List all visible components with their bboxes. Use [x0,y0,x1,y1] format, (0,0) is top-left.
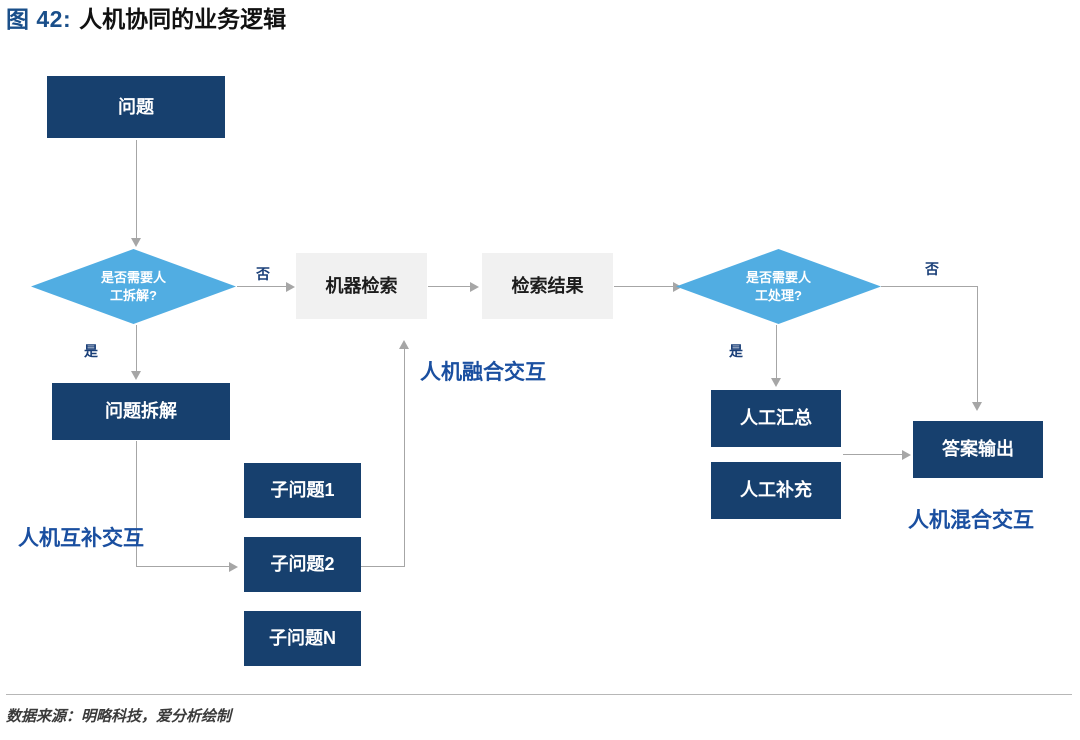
figure-title-text: 人机协同的业务逻辑 [79,6,287,32]
node-answer-output-label: 答案输出 [942,439,1014,460]
connector-machine-to-result [428,286,473,287]
node-question-split: 问题拆解 [52,383,230,440]
node-question: 问题 [47,76,225,138]
page-title: 图 42: 人机协同的业务逻辑 [6,4,286,34]
node-decision-split: 是否需要人 工拆解? [31,249,236,324]
node-sub-question-1: 子问题1 [244,463,361,518]
node-decision-split-label: 是否需要人 工拆解? [100,269,166,303]
connector-sub-to-fusion-horizontal [361,566,405,567]
node-retrieval-result: 检索结果 [482,253,613,319]
annotation-complement: 人机互补交互 [18,527,144,550]
node-decision-manual: 是否需要人 工处理? [676,249,881,324]
arrowhead-question-to-decision [131,238,141,247]
connector-sub-to-fusion-vertical [404,348,405,567]
connector-manual-no-horizontal [881,286,978,287]
annotation-fusion: 人机融合交互 [420,361,546,384]
connector-result-to-decision [614,286,676,287]
edge-label-manual-no: 否 [925,261,939,277]
node-retrieval-result-label: 检索结果 [511,275,584,296]
connector-decision-to-machine [237,286,289,287]
node-manual-supplement-label: 人工补充 [740,480,812,501]
node-sub-question-1-label: 子问题1 [270,480,335,501]
arrowhead-fusion-up [399,340,409,349]
edge-label-split-yes: 是 [84,343,98,359]
connector-split-to-sub-vertical [136,441,137,566]
node-manual-summary-label: 人工汇总 [740,408,812,429]
arrowhead-decision-to-split [131,371,141,380]
connector-manual-to-answer [843,454,905,455]
arrowhead-split-to-sub [229,562,238,572]
connector-question-to-decision [136,140,137,240]
connector-split-to-sub-horizontal [136,566,232,567]
node-machine-retrieval-label: 机器检索 [325,275,398,296]
source-note: 数据来源：明略科技，爱分析绘制 [6,708,232,725]
node-machine-retrieval: 机器检索 [296,253,427,319]
arrowhead-machine-to-result [470,282,479,292]
connector-manual-no-vertical [977,286,978,404]
node-manual-summary: 人工汇总 [711,390,841,447]
node-sub-question-n-label: 子问题N [269,628,336,649]
footer-divider [6,694,1072,695]
connector-decision-to-split [136,325,137,373]
node-question-label: 问题 [118,96,154,117]
annotation-hybrid: 人机混合交互 [908,509,1034,532]
arrowhead-manual-yes [771,378,781,387]
edge-label-manual-yes: 是 [729,343,743,359]
arrowhead-manual-no-to-answer [972,402,982,411]
arrowhead-decision-to-machine [286,282,295,292]
connector-manual-yes [776,325,777,380]
node-sub-question-2: 子问题2 [244,537,361,592]
node-answer-output: 答案输出 [913,421,1043,478]
node-decision-manual-label: 是否需要人 工处理? [745,269,811,303]
edge-label-split-no: 否 [256,266,270,282]
figure-number: 图 42: [6,6,72,32]
node-sub-question-n: 子问题N [244,611,361,666]
node-manual-supplement: 人工补充 [711,462,841,519]
node-question-split-label: 问题拆解 [105,401,177,422]
arrowhead-manual-to-answer [902,450,911,460]
node-sub-question-2-label: 子问题2 [270,554,335,575]
